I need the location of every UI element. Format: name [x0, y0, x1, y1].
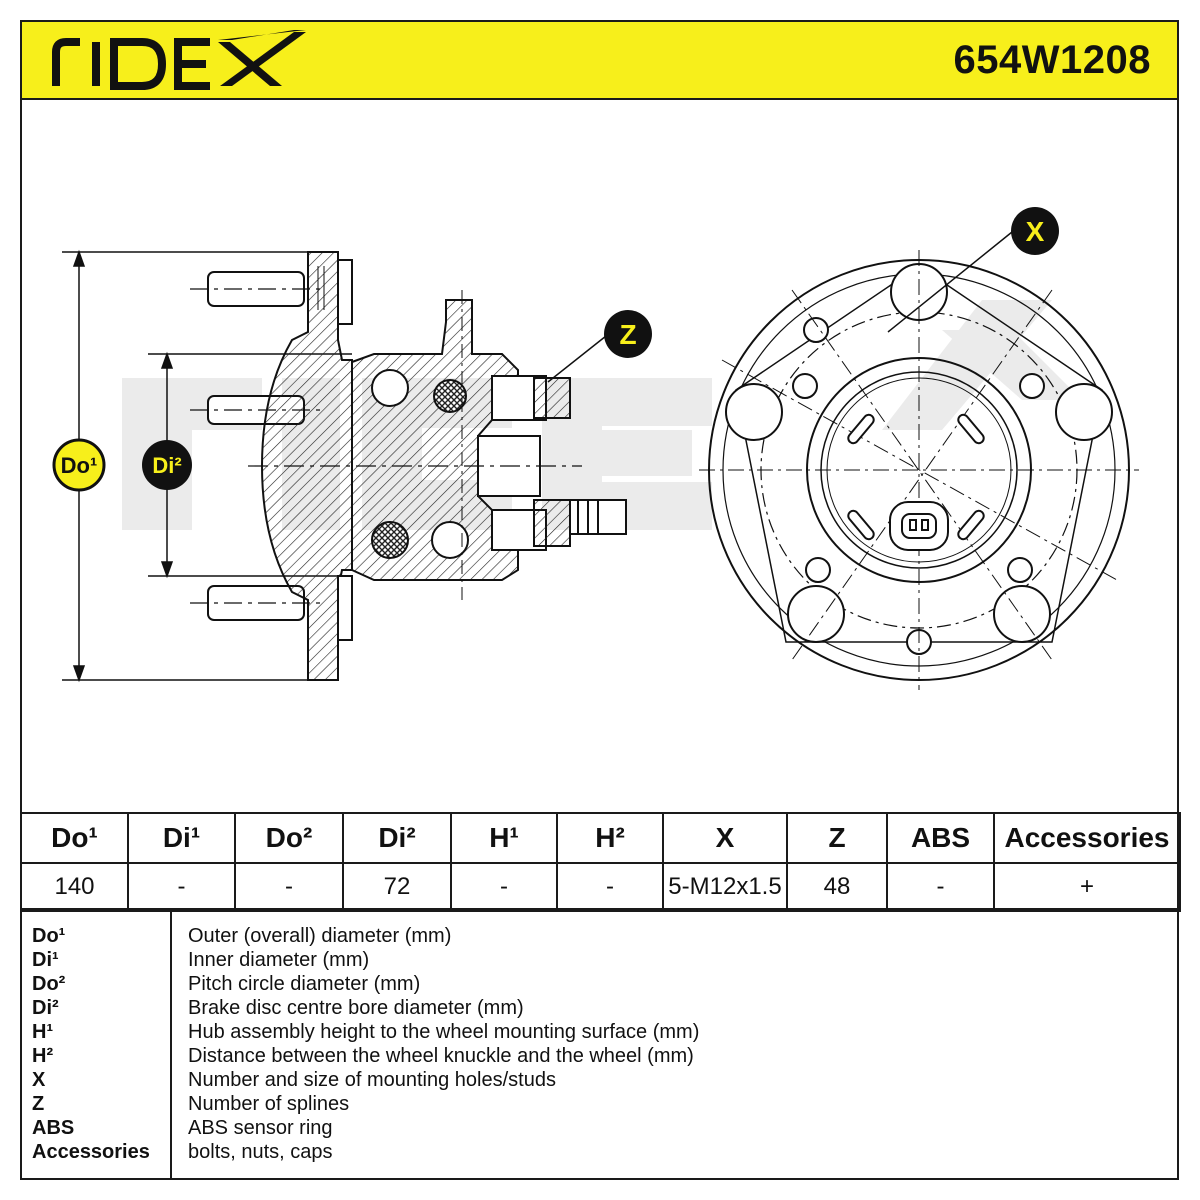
legend-key: X	[32, 1069, 46, 1091]
legend-key: Di²	[32, 997, 59, 1019]
header-cell-h1: H¹	[450, 812, 558, 864]
z-leader-line	[547, 335, 607, 383]
specs-header-row: Do¹ Di¹ Do² Di² H¹ H² X Z ABS Accessorie…	[20, 812, 1181, 864]
value-cell-abs: -	[886, 862, 995, 912]
legend-description: Outer (overall) diameter (mm)	[188, 925, 452, 947]
value-cell-z: 48	[786, 862, 888, 912]
header-cell-do1: Do¹	[20, 812, 129, 864]
header-cell-di1: Di¹	[127, 812, 236, 864]
header-cell-x: X	[662, 812, 788, 864]
legend-key: Accessories	[32, 1141, 150, 1163]
do1-badge: Do¹	[52, 438, 106, 492]
ridex-logo	[52, 30, 306, 90]
header-bar: 654W1208	[20, 20, 1179, 100]
abs-connector	[889, 501, 949, 551]
legend-key: Do¹	[32, 925, 66, 947]
value-cell-do1: 140	[20, 862, 129, 912]
legend-description: Distance between the wheel knuckle and t…	[188, 1045, 694, 1067]
legend-description: Number of splines	[188, 1093, 350, 1115]
large-stud-holes	[725, 263, 1113, 643]
legend-description: Number and size of mounting holes/studs	[188, 1069, 556, 1091]
svg-text:Do¹: Do¹	[61, 453, 98, 478]
header-cell-abs: ABS	[886, 812, 995, 864]
x-badge: X	[1011, 207, 1059, 255]
part-number: 654W1208	[953, 38, 1151, 82]
legend-box: Do¹ Outer (overall) diameter (mm) Di¹ In…	[20, 908, 1179, 1180]
svg-text:X: X	[1026, 216, 1045, 247]
specs-value-row: 140 - - 72 - - 5-M12x1.5 48 - +	[20, 862, 1181, 912]
value-cell-x: 5-M12x1.5	[662, 862, 788, 912]
bearing-balls	[371, 369, 469, 559]
legend-description: Pitch circle diameter (mm)	[188, 973, 421, 995]
technical-drawing: Do¹ Di² Z X	[52, 207, 1139, 690]
legend-divider	[170, 910, 172, 1178]
svg-text:Di²: Di²	[152, 453, 181, 478]
legend-description: Hub assembly height to the wheel mountin…	[188, 1021, 700, 1043]
header-cell-z: Z	[786, 812, 888, 864]
front-view	[699, 250, 1139, 690]
legend-key: Do²	[32, 973, 66, 995]
legend-description: bolts, nuts, caps	[188, 1141, 333, 1163]
value-cell-do2: -	[234, 862, 344, 912]
header-cell-do2: Do²	[234, 812, 344, 864]
header-cell-accessories: Accessories	[993, 812, 1181, 864]
header-cell-di2: Di²	[342, 812, 452, 864]
value-cell-accessories: +	[993, 862, 1181, 912]
x-leader-line	[887, 231, 1013, 333]
value-cell-di1: -	[127, 862, 236, 912]
svg-text:Z: Z	[619, 319, 636, 350]
abs-sensor-assembly	[491, 375, 627, 551]
z-badge: Z	[604, 310, 652, 358]
legend-description: Inner diameter (mm)	[188, 949, 370, 971]
legend-key: H²	[32, 1045, 54, 1067]
header-cell-h2: H²	[556, 812, 664, 864]
value-cell-h1: -	[450, 862, 558, 912]
di2-badge: Di²	[142, 440, 192, 490]
legend-key: Z	[32, 1093, 45, 1115]
value-cell-di2: 72	[342, 862, 452, 912]
legend-key: H¹	[32, 1021, 54, 1043]
legend-description: Brake disc centre bore diameter (mm)	[188, 997, 524, 1019]
specs-table: Do¹ Di¹ Do² Di² H¹ H² X Z ABS Accessorie…	[20, 812, 1181, 912]
legend-description: ABS sensor ring	[188, 1117, 333, 1139]
legend-key: Di¹	[32, 949, 59, 971]
value-cell-h2: -	[556, 862, 664, 912]
legend-key: ABS	[32, 1117, 75, 1139]
